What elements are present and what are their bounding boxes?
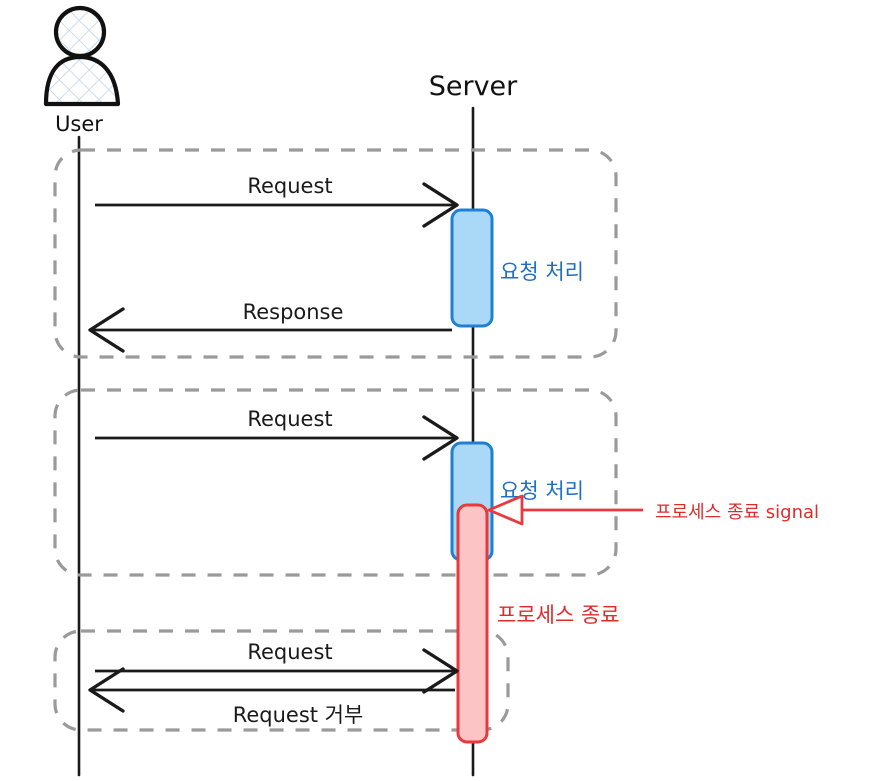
signal-label-terminate: 프로세스 종료 signal bbox=[655, 502, 819, 523]
message-label-2: Response bbox=[243, 300, 344, 324]
activation-label-terminated: 프로세스 종료 bbox=[497, 603, 620, 627]
activation-bar-1 bbox=[450, 208, 494, 328]
participant-server-label: Server bbox=[429, 71, 518, 102]
activation-bar-terminated bbox=[456, 503, 489, 744]
message-arrow-request-1 bbox=[95, 182, 459, 228]
group-box-3 bbox=[53, 629, 510, 732]
message-arrow-request-3 bbox=[95, 648, 459, 694]
signal-arrow-terminate bbox=[487, 494, 643, 526]
message-arrow-request-2 bbox=[95, 415, 459, 461]
actor-user-label: User bbox=[55, 112, 103, 136]
message-arrow-reject bbox=[88, 667, 455, 713]
message-label-3: Request bbox=[247, 407, 332, 431]
message-arrow-response-1 bbox=[88, 307, 452, 353]
actor-user-icon bbox=[43, 5, 121, 107]
message-label-5: Request bbox=[247, 640, 332, 664]
group-box-1 bbox=[53, 148, 618, 359]
group-box-2 bbox=[53, 388, 618, 577]
message-label-6: Request 거부 bbox=[233, 703, 364, 727]
activation-label-1: 요청 처리 bbox=[500, 260, 584, 284]
message-label-1: Request bbox=[247, 174, 332, 198]
